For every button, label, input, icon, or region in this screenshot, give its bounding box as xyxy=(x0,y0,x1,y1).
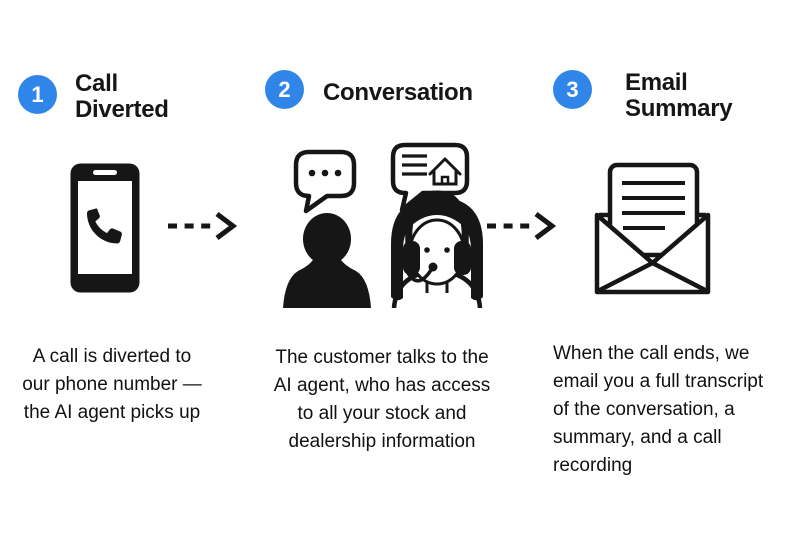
step-3-number-badge: 3 xyxy=(553,70,592,109)
step-1-number-badge: 1 xyxy=(18,75,57,114)
dashed-arrow-icon xyxy=(487,212,557,240)
step-3-header: 3 Email Summary xyxy=(553,69,733,122)
open-envelope-transcript-icon xyxy=(594,162,711,295)
step-2-description: The customer talks to the AI agent, who … xyxy=(273,347,491,452)
step-2-header: 2 Conversation xyxy=(265,70,473,109)
step-3-title: Email Summary xyxy=(625,69,733,122)
step-1-header: 1 Call Diverted xyxy=(18,71,169,123)
dashed-arrow-icon xyxy=(168,212,238,240)
ellipsis-speech-bubble-icon xyxy=(293,149,357,214)
step-1-title: Call Diverted xyxy=(75,70,169,123)
house-icon xyxy=(428,157,462,186)
dealership-info-speech-bubble-icon xyxy=(390,142,470,213)
customer-silhouette-icon xyxy=(283,213,371,308)
letter-sheet-icon xyxy=(607,162,700,258)
step-2-number: 2 xyxy=(278,76,291,102)
customer-and-ai-agent-chat-icon xyxy=(283,142,483,308)
ai-agent-headset-icon xyxy=(391,190,483,308)
step-1-number: 1 xyxy=(31,81,44,107)
step-2-title: Conversation xyxy=(323,79,473,106)
step-3-number: 3 xyxy=(566,76,579,102)
smartphone-call-icon xyxy=(70,163,140,293)
step-3-description: When the call ends, we email you a full … xyxy=(553,343,764,476)
step-1-description: A call is diverted to our phone number —… xyxy=(22,346,202,423)
step-2-number-badge: 2 xyxy=(265,70,304,109)
